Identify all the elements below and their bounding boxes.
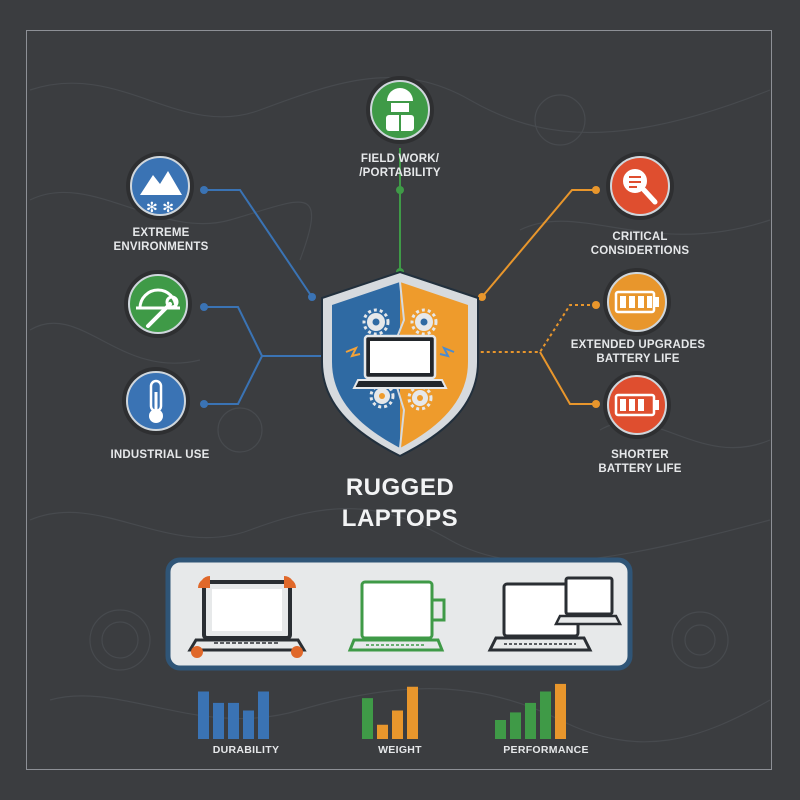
weight-bar-2 [377,724,388,739]
dual-screen-laptop-icon [487,576,623,652]
lightweight-laptop-icon [347,580,446,652]
industrial-label: INDUSTRIAL USE [110,449,210,461]
performance-bar-3 [525,702,536,739]
connector-critical [481,189,596,298]
connector-extended [474,304,596,353]
durability-bar-3 [228,702,239,739]
extreme-node-icon: ✻ ✻ [126,152,194,220]
connectors [204,148,596,405]
connector-extreme [204,189,313,298]
connector-dots [200,186,600,408]
performance-bar-2 [510,712,521,739]
connector-shorter [539,351,596,405]
hardhat-wrench-icon [124,270,192,338]
performance-bar-4 [540,691,551,739]
performance-bar-1 [495,720,506,739]
connector-maintenance [204,306,322,357]
shield-icon [321,270,479,458]
connector-industrial [204,355,263,405]
border-frame [26,30,772,770]
low-battery-icon [603,371,671,439]
durability-bar-5 [258,691,269,739]
durability-bar-4 [243,710,254,739]
magnifier-icon [606,152,674,220]
weight-bar-3 [392,710,403,739]
full-battery-icon [603,268,671,336]
svg-text:✻ ✻: ✻ ✻ [146,200,174,216]
durability-bar-2 [213,702,224,739]
durability-label: DURABILITY [212,744,280,756]
performance-label: PERFORMANCE [503,744,589,756]
performance-bar-5 [555,683,566,739]
durability-bar-1 [198,691,209,739]
worker-icon [366,76,434,144]
field-label: FIELD WORK//PORTABILITY [359,153,441,179]
bar-groups [198,683,566,739]
weight-label: WEIGHT [378,744,422,756]
thermometer-icon [122,367,190,435]
weight-bar-1 [362,698,373,739]
weight-bar-4 [407,686,418,739]
rugged-laptop-icon [187,576,307,658]
